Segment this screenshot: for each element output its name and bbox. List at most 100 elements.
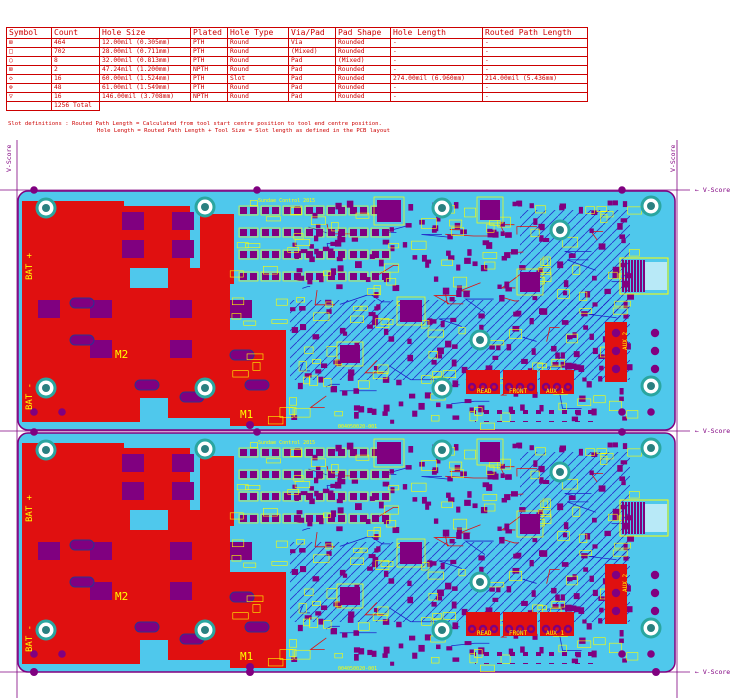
pad: [338, 449, 345, 456]
ic-silk: [476, 438, 504, 466]
copper-pour-left: [22, 447, 90, 542]
via: [320, 363, 328, 369]
via: [510, 491, 518, 497]
via: [317, 231, 323, 237]
via: [537, 267, 543, 273]
pad: [272, 207, 279, 214]
via: [388, 336, 395, 342]
via: [448, 497, 455, 503]
silk-outline: [600, 210, 614, 218]
silk-outline: [484, 503, 496, 512]
via: [500, 463, 505, 469]
pad: [372, 251, 379, 258]
via: [501, 497, 507, 503]
silk-outline: [386, 278, 397, 286]
header-pin-hole: [507, 385, 511, 389]
via: [298, 275, 305, 281]
silk-outline: [484, 261, 496, 270]
via: [396, 379, 402, 386]
via: [388, 578, 395, 584]
via: [292, 242, 297, 247]
ic-package: [340, 587, 360, 605]
via: [314, 490, 319, 497]
via: [532, 633, 538, 640]
ic-silk: [516, 268, 544, 296]
via: [529, 317, 534, 325]
via: [505, 232, 512, 238]
mounting-hole-center: [438, 446, 446, 454]
via: [354, 584, 360, 590]
trace: [522, 578, 537, 584]
silk-outline: [358, 380, 370, 389]
via: [619, 396, 624, 402]
via: [290, 307, 296, 312]
silk-outline: [538, 509, 552, 518]
via: [568, 253, 576, 258]
silk-outline: [480, 664, 495, 672]
drill-table: Symbol Count Hole Size Plated Hole Type …: [6, 27, 588, 111]
via: [533, 460, 538, 467]
pad: [360, 471, 367, 478]
vscore-label-top-left: V-Score: [5, 145, 13, 172]
via: [354, 261, 362, 269]
via: [598, 485, 606, 492]
silk-outline: [359, 547, 368, 553]
mosfet-pad: [170, 300, 192, 318]
silk-outline: [326, 491, 347, 502]
silk-outline: [260, 249, 281, 260]
via: [586, 623, 592, 630]
via: [456, 532, 462, 540]
via: [565, 604, 572, 612]
via: [326, 551, 332, 556]
via: [330, 241, 336, 246]
pad: [350, 449, 357, 456]
via: [592, 517, 597, 523]
silk-outline: [293, 475, 304, 482]
via: [539, 235, 544, 242]
copper-pour: [200, 214, 234, 284]
silk-outline: [246, 353, 264, 360]
via: [584, 533, 591, 540]
silk-outline: [282, 205, 303, 216]
via: [348, 369, 355, 376]
ic-silk: [396, 296, 426, 326]
slot-definition-note-1: Slot definitions : Routed Path Length = …: [8, 121, 382, 127]
via: [589, 470, 594, 476]
vscore-label-right-top: ← V-Score: [695, 186, 730, 194]
silk-outline: [232, 297, 245, 306]
trace: [421, 476, 449, 480]
via: [291, 415, 298, 420]
header-pin-hole: [481, 627, 485, 631]
label-bat-plus: BAT +: [25, 252, 35, 280]
via: [612, 442, 618, 448]
via: [446, 492, 451, 498]
via: [464, 641, 472, 646]
header-pin: [611, 328, 621, 338]
board-labels-top: BAT + BAT - M2 M1 Sundae Control 2015 00…: [25, 198, 629, 430]
silk-outline: [282, 469, 303, 480]
label-title-silk: Sundae Control 2015: [258, 440, 315, 446]
via: [346, 442, 354, 450]
via: [402, 242, 408, 248]
via: [461, 366, 468, 374]
via: [504, 523, 510, 531]
silk-outline: [331, 222, 339, 232]
silk-outline: [411, 240, 427, 250]
slot-pad: [134, 621, 160, 633]
trace: [444, 291, 464, 305]
silk-outline: [267, 416, 284, 425]
via: [371, 650, 377, 657]
trace: [564, 251, 592, 255]
silk-outline: [326, 249, 347, 260]
via: [487, 232, 493, 238]
silk-outline: [370, 469, 391, 480]
silk-outline: [535, 205, 546, 214]
mounting-hole-center: [476, 336, 484, 344]
silk-outline: [427, 329, 444, 338]
silk-outline: [298, 361, 307, 372]
via: [365, 277, 371, 283]
pad: [350, 515, 357, 522]
via: [402, 484, 408, 490]
connector-pin: [628, 260, 630, 292]
pad: [338, 471, 345, 478]
